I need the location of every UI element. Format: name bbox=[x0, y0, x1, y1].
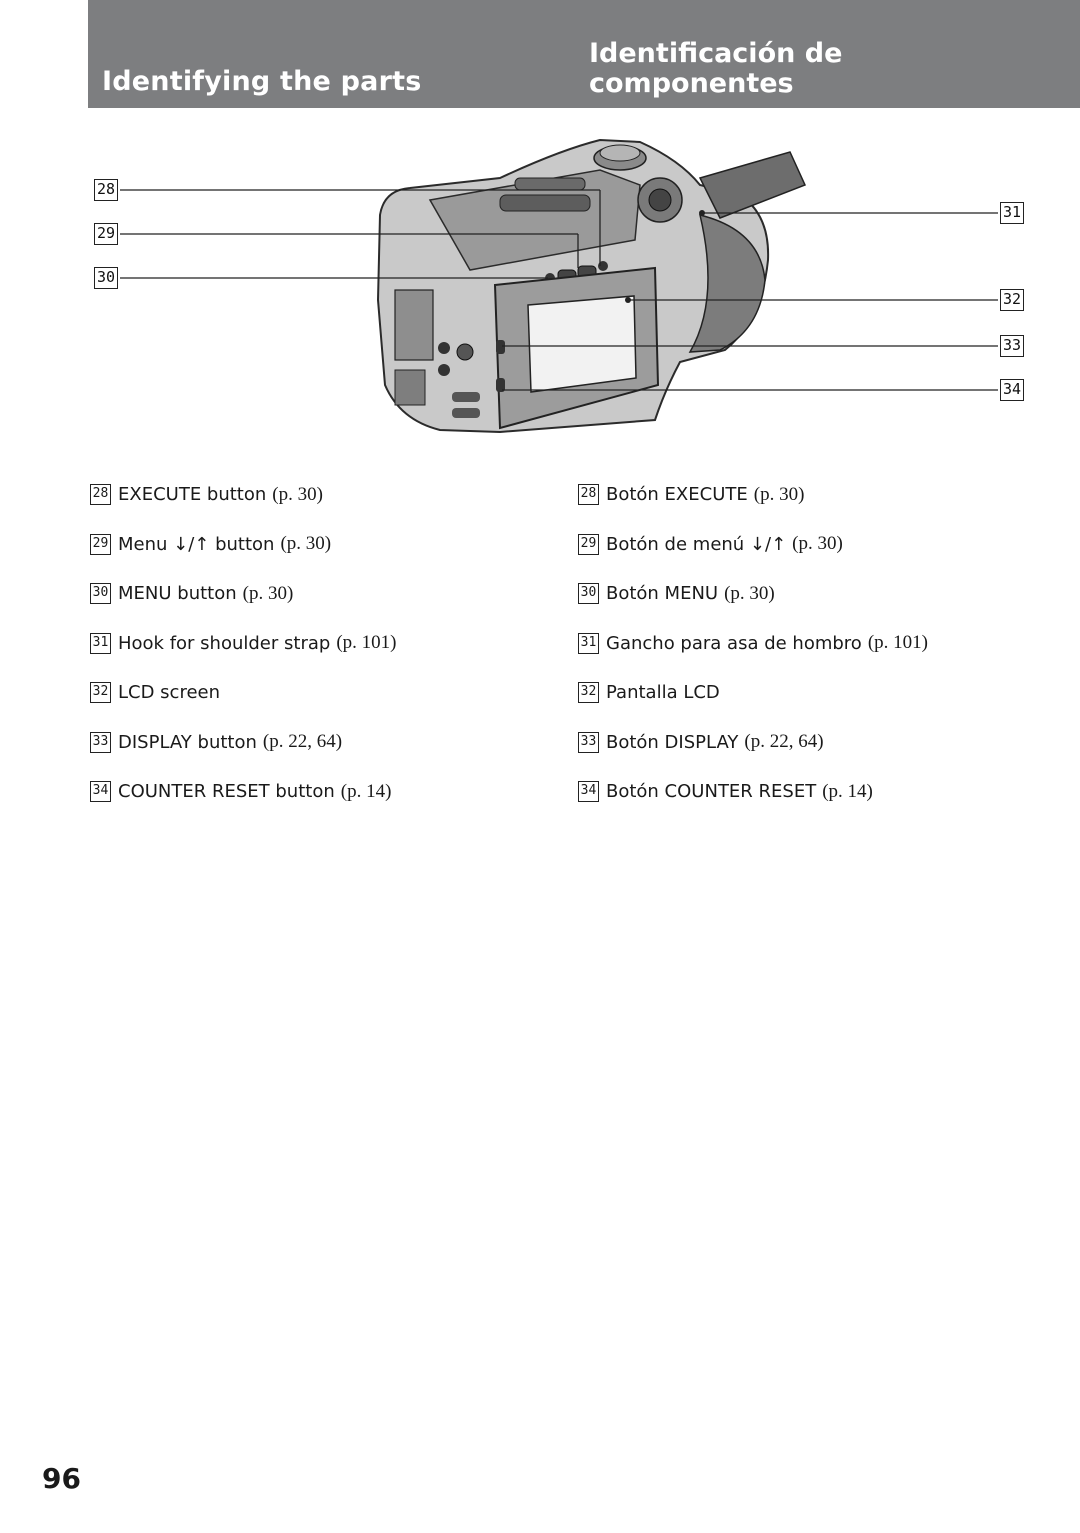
item-label: Menu ↓/↑ button bbox=[118, 533, 275, 555]
item-label: DISPLAY button bbox=[118, 731, 257, 753]
page-reference: (p. 30) bbox=[792, 533, 843, 555]
item-label: COUNTER RESET button bbox=[118, 781, 335, 803]
list-item: 33 Botón DISPLAY(p. 22, 64) bbox=[578, 718, 1058, 768]
list-item: 32 Pantalla LCD bbox=[578, 668, 1058, 718]
list-item: 31 Gancho para asa de hombro(p. 101) bbox=[578, 619, 1058, 669]
callout-30: 30 bbox=[94, 267, 118, 289]
item-number: 34 bbox=[90, 781, 111, 803]
callout-29: 29 bbox=[94, 223, 118, 245]
item-number: 33 bbox=[578, 731, 599, 753]
item-label: EXECUTE button bbox=[118, 484, 267, 506]
page-reference: (p. 14) bbox=[822, 780, 873, 802]
item-label: Pantalla LCD bbox=[606, 682, 720, 704]
section-title-en: Identifying the parts bbox=[102, 66, 422, 97]
callout-28: 28 bbox=[94, 179, 118, 201]
item-number: 28 bbox=[578, 484, 599, 506]
camcorder-rear-illustration bbox=[120, 138, 998, 434]
item-number: 29 bbox=[90, 533, 111, 555]
callout-33: 33 bbox=[1000, 335, 1024, 357]
item-number: 32 bbox=[90, 682, 111, 704]
item-label: Botón DISPLAY bbox=[606, 731, 739, 753]
list-item: 30 Botón MENU(p. 30) bbox=[578, 569, 1058, 619]
page-reference: (p. 30) bbox=[272, 483, 323, 505]
item-label: MENU button bbox=[118, 583, 237, 605]
page-reference: (p. 30) bbox=[724, 582, 775, 604]
list-item: 31 Hook for shoulder strap(p. 101) bbox=[90, 619, 570, 669]
item-number: 30 bbox=[90, 583, 111, 605]
item-number: 31 bbox=[578, 632, 599, 654]
page-reference: (p. 30) bbox=[280, 533, 332, 555]
section-title-es-line1: Identificación de bbox=[589, 38, 843, 69]
page-reference: (p. 14) bbox=[340, 780, 392, 802]
page-reference: (p. 22, 64) bbox=[262, 731, 343, 753]
callout-31: 31 bbox=[1000, 202, 1024, 224]
item-label: Gancho para asa de hombro bbox=[606, 632, 862, 654]
page-reference: (p. 101) bbox=[867, 632, 928, 654]
item-label: Botón EXECUTE bbox=[606, 484, 748, 506]
section-title-es-line2: componentes bbox=[589, 68, 794, 99]
list-item: 29 Botón de menú ↓/↑(p. 30) bbox=[578, 520, 1058, 570]
list-item: 29 Menu ↓/↑ button(p. 30) bbox=[90, 520, 570, 570]
item-number: 33 bbox=[90, 731, 111, 753]
item-label: Botón de menú ↓/↑ bbox=[606, 533, 787, 555]
item-number: 31 bbox=[90, 632, 111, 654]
item-label: LCD screen bbox=[118, 682, 221, 704]
item-label: Hook for shoulder strap bbox=[118, 632, 331, 654]
item-number: 32 bbox=[578, 682, 599, 704]
item-number: 30 bbox=[578, 583, 599, 605]
list-item: 33 DISPLAY button(p. 22, 64) bbox=[90, 718, 570, 768]
list-item: 34 COUNTER RESET button(p. 14) bbox=[90, 767, 570, 817]
page-number: 96 bbox=[42, 1462, 81, 1495]
section-header: Identifying the parts Identificación de … bbox=[88, 0, 1080, 108]
item-label: Botón MENU bbox=[606, 583, 719, 605]
list-item: 34 Botón COUNTER RESET(p. 14) bbox=[578, 767, 1058, 817]
page-reference: (p. 22, 64) bbox=[744, 731, 824, 753]
list-item: 30 MENU button(p. 30) bbox=[90, 569, 570, 619]
page-reference: (p. 101) bbox=[336, 632, 397, 654]
item-number: 28 bbox=[90, 484, 111, 506]
item-number: 34 bbox=[578, 781, 599, 803]
page-reference: (p. 30) bbox=[242, 582, 294, 604]
list-item: 28 EXECUTE button(p. 30) bbox=[90, 470, 570, 520]
list-item: 32 LCD screen bbox=[90, 668, 570, 718]
page-reference: (p. 30) bbox=[753, 483, 805, 505]
callout-32: 32 bbox=[1000, 289, 1024, 311]
callout-34: 34 bbox=[1000, 379, 1024, 401]
item-number: 29 bbox=[578, 533, 599, 555]
list-item: 28 Botón EXECUTE(p. 30) bbox=[578, 470, 1058, 520]
item-label: Botón COUNTER RESET bbox=[606, 781, 817, 803]
